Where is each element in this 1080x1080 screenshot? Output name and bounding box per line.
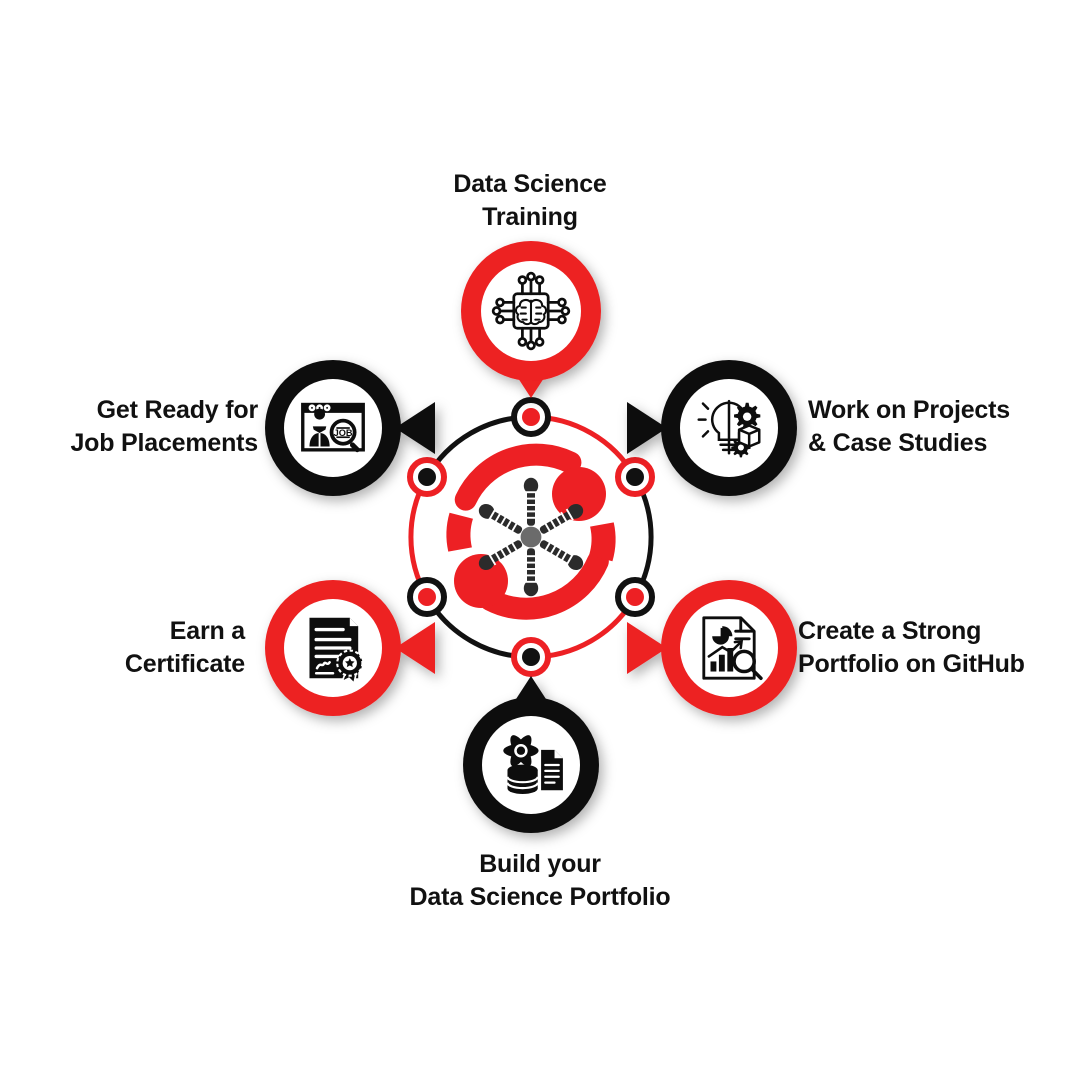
connector-dot-bottom [511, 637, 551, 677]
node-create-portfolio-github[interactable] [627, 580, 797, 716]
node-get-ready-job-placements[interactable] [265, 360, 435, 496]
label-line-1: Build your [479, 850, 601, 878]
node-work-on-projects[interactable] [627, 360, 797, 496]
connector-dot-right-top [615, 457, 655, 497]
label-line-2: Training [482, 202, 578, 231]
label-line-1: Work on Projects [808, 396, 1010, 424]
label-line-1: Earn a [169, 617, 245, 645]
job-search-browser-icon [299, 401, 367, 455]
label-line-1: Data Science [453, 170, 607, 198]
node-label-earn-a-certificate: Earn a Certificate [0, 615, 245, 680]
node-label-work-on-projects: Work on Projects & Case Studies [808, 394, 1080, 459]
node-label-get-ready-job-placements: Get Ready for Job Placements [0, 394, 258, 459]
connector-dot-right-bottom [615, 577, 655, 617]
label-line-2: Job Placements [70, 428, 258, 457]
certificate-award-icon [307, 616, 365, 685]
label-line-2: Data Science Portfolio [409, 882, 671, 911]
node-label-create-portfolio-github: Create a Strong Portfolio on GitHub [798, 615, 1080, 680]
node-data-science-training[interactable] [461, 241, 601, 398]
connector-dot-left-top [407, 457, 447, 497]
node-label-data-science-training: Data Science Training [290, 168, 770, 233]
label-line-1: Create a Strong [798, 617, 982, 645]
label-line-1: Get Ready for [96, 396, 259, 424]
node-earn-a-certificate[interactable] [265, 580, 435, 716]
label-line-2: Certificate [124, 649, 245, 678]
node-label-build-data-science-portfolio: Build your Data Science Portfolio [290, 848, 790, 913]
label-line-2: Portfolio on GitHub [798, 649, 1025, 678]
central-hub-emblem [446, 443, 616, 620]
connector-dot-left-bottom [407, 577, 447, 617]
node-build-data-science-portfolio[interactable] [463, 676, 599, 833]
connector-dots [407, 397, 655, 677]
connector-dot-top [511, 397, 551, 437]
label-line-2: & Case Studies [808, 428, 988, 457]
